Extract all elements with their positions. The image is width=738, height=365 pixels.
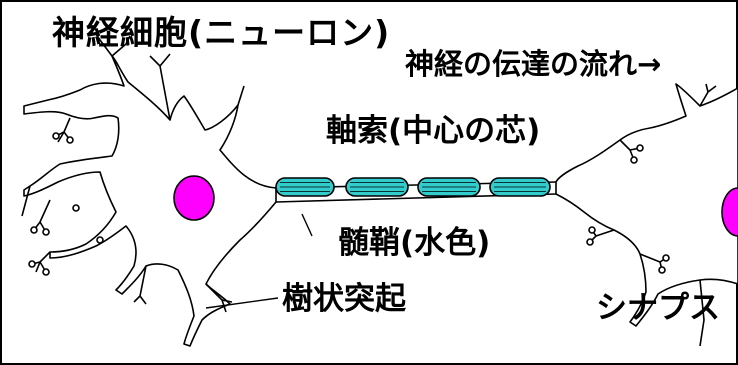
axon [275,177,557,203]
synapse-label: シナプス [596,290,720,326]
dendrite-branch [21,185,51,233]
diagram-title: 神経細胞(ニューロン) [52,13,391,52]
synapse-terminal [658,266,666,274]
axon-label: 軸索(中心の芯) [326,113,541,149]
synapse-terminal [636,144,644,152]
synapse-terminal [630,156,638,164]
dendrite-terminal [42,228,50,236]
dendrite-branch [699,279,705,347]
dendrite-leader-line [205,297,279,309]
right-nucleus [721,187,738,237]
left-cell-body [23,55,277,347]
dendrite-terminal [66,136,74,144]
synapse-terminal [662,254,670,262]
left-neuron [21,33,277,347]
dendrite-terminal [72,204,80,212]
dendrite-terminal [28,260,36,268]
dendrite-branch [237,85,245,106]
synapse-terminal [588,226,596,234]
dendrite-label: 樹状突起 [282,281,406,317]
dendrite-terminal [30,226,38,234]
left-nucleus [173,175,215,221]
right-neuron [555,83,738,347]
dendrite-branch [31,251,51,273]
flow-direction-label: 神経の伝達の流れ→ [405,47,662,81]
dendrite-branch [133,265,147,305]
synapse-terminal [586,238,594,246]
dendrite-branch [95,33,131,57]
dendrite-branch [149,53,171,121]
dendrite-terminal [52,132,60,140]
dendrite-terminal [42,268,50,276]
myelin-leader-line [301,213,313,237]
dendrite-branch [699,83,717,107]
dendrite-branch [55,117,71,143]
myelin-sheaths [275,177,551,197]
right-cell-body [555,83,738,327]
myelin-label: 髄鞘(水色) [338,225,491,261]
dendrite-terminal [96,236,104,244]
